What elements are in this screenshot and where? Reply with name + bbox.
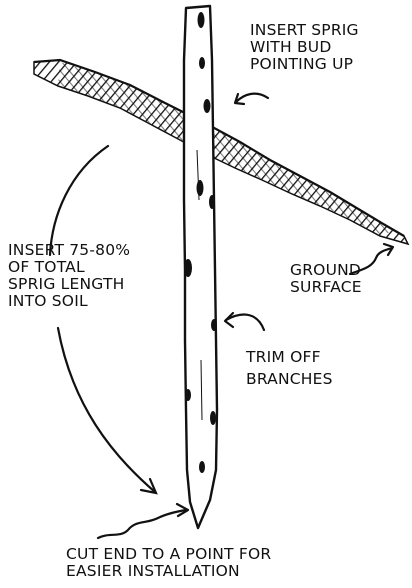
label-ground-surface: GROUND SURFACE: [290, 262, 362, 296]
label-insert-percent: INSERT 75-80% OF TOTAL SPRIG LENGTH INTO…: [8, 242, 130, 310]
label-cut-end: CUT END TO A POINT FOR EASIER INSTALLATI…: [66, 546, 271, 580]
label-trim-branches: TRIM OFF BRANCHES: [246, 346, 333, 390]
cut-end-arrow: [98, 504, 188, 538]
insert-depth-arrow: [50, 146, 156, 493]
bud-arrow: [235, 94, 268, 104]
soil-band: [34, 60, 408, 244]
trim-branches-arrow: [225, 313, 264, 330]
label-insert-sprig: INSERT SPRIG WITH BUD POINTING UP: [250, 22, 359, 73]
